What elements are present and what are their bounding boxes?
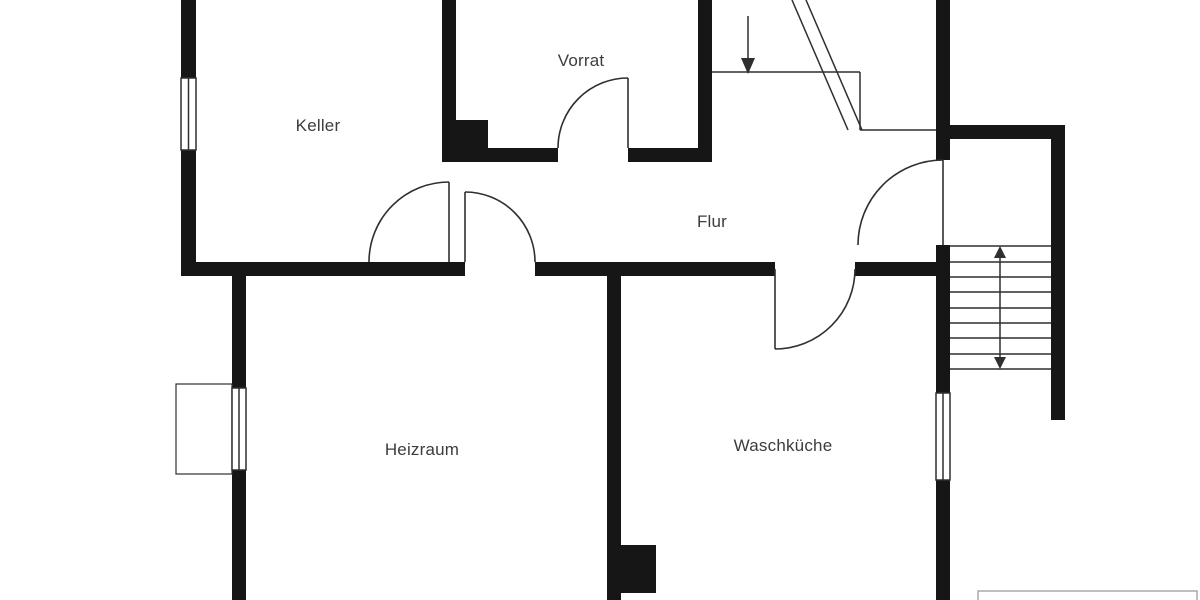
door-waschkueche xyxy=(774,268,856,350)
window-waschkueche xyxy=(935,392,951,481)
wall-segment xyxy=(936,480,950,600)
room-label-keller: Keller xyxy=(295,116,341,135)
windows xyxy=(175,77,951,481)
upper-stair-flight xyxy=(712,0,936,131)
door-swings xyxy=(368,77,944,350)
wall-segment xyxy=(698,0,712,162)
door-vorrat xyxy=(557,77,629,149)
window-heizraum xyxy=(175,383,247,475)
stair-break-line xyxy=(791,0,849,131)
chimney-block xyxy=(455,120,488,162)
chimney-block xyxy=(617,545,656,593)
stair-break-line xyxy=(805,0,863,131)
wall-segment xyxy=(181,150,196,276)
room-label-flur: Flur xyxy=(696,212,728,231)
wall-segment xyxy=(535,262,775,276)
wall-segment xyxy=(936,245,950,393)
wall-segment xyxy=(232,470,246,600)
wall-segment xyxy=(181,0,196,78)
wall-segment xyxy=(936,0,950,160)
room-label-waschkueche: Waschküche xyxy=(733,436,833,455)
room-label-heizraum: Heizraum xyxy=(384,440,460,459)
walls xyxy=(181,0,1065,600)
wall-segment xyxy=(936,125,1065,139)
room-label-vorrat: Vorrat xyxy=(557,51,605,70)
wall-segment xyxy=(855,262,950,276)
wall-segment xyxy=(1051,125,1065,420)
window-keller xyxy=(180,77,197,151)
door-stair-hall xyxy=(857,159,944,246)
down-arrow xyxy=(741,16,755,74)
wall-segment xyxy=(628,148,712,162)
door-keller xyxy=(368,181,450,263)
wall-segment xyxy=(232,276,246,388)
wall-segment xyxy=(181,262,465,276)
door-heizraum xyxy=(464,191,536,263)
stair-direction-arrow xyxy=(994,246,1006,369)
legend-frame-corner xyxy=(977,590,1198,600)
main-staircase xyxy=(950,245,1051,370)
wall-segment xyxy=(607,276,621,600)
wall-segment xyxy=(442,0,456,158)
